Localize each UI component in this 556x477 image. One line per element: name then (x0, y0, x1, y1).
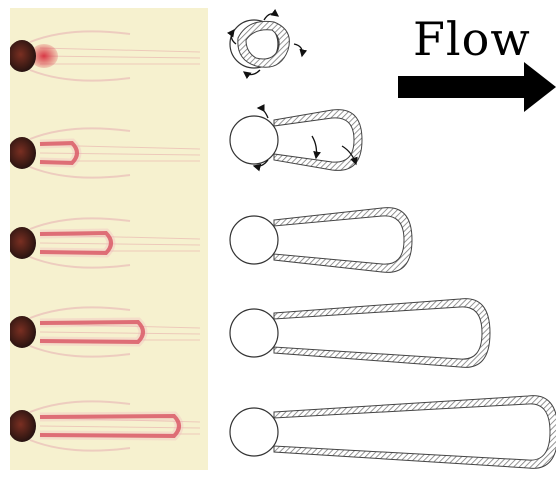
sphere-outline (230, 216, 278, 264)
sketch-frame-5 (230, 396, 556, 469)
vortex-sheet (274, 396, 556, 469)
vortex-sheet (274, 299, 490, 368)
sphere-outline (230, 309, 278, 357)
sketch-frame-3 (230, 208, 412, 273)
flow-arrow-icon (398, 62, 556, 112)
sketch-frame-2 (230, 108, 362, 170)
swirl-arrow-icon (312, 136, 317, 158)
photo-panel (10, 8, 208, 470)
flow-label: Flow (413, 16, 531, 62)
swirl-arrow-icon (244, 70, 260, 75)
sketch-frame-1 (230, 14, 302, 75)
swirl-arrow-icon (294, 44, 302, 56)
vortex-sheet (274, 208, 412, 273)
sphere-outline (230, 116, 278, 164)
sphere-outline (230, 408, 278, 456)
swirl-arrow-icon (264, 14, 278, 20)
vortex-sheet (274, 110, 362, 171)
sketch-frame-4 (230, 299, 490, 368)
